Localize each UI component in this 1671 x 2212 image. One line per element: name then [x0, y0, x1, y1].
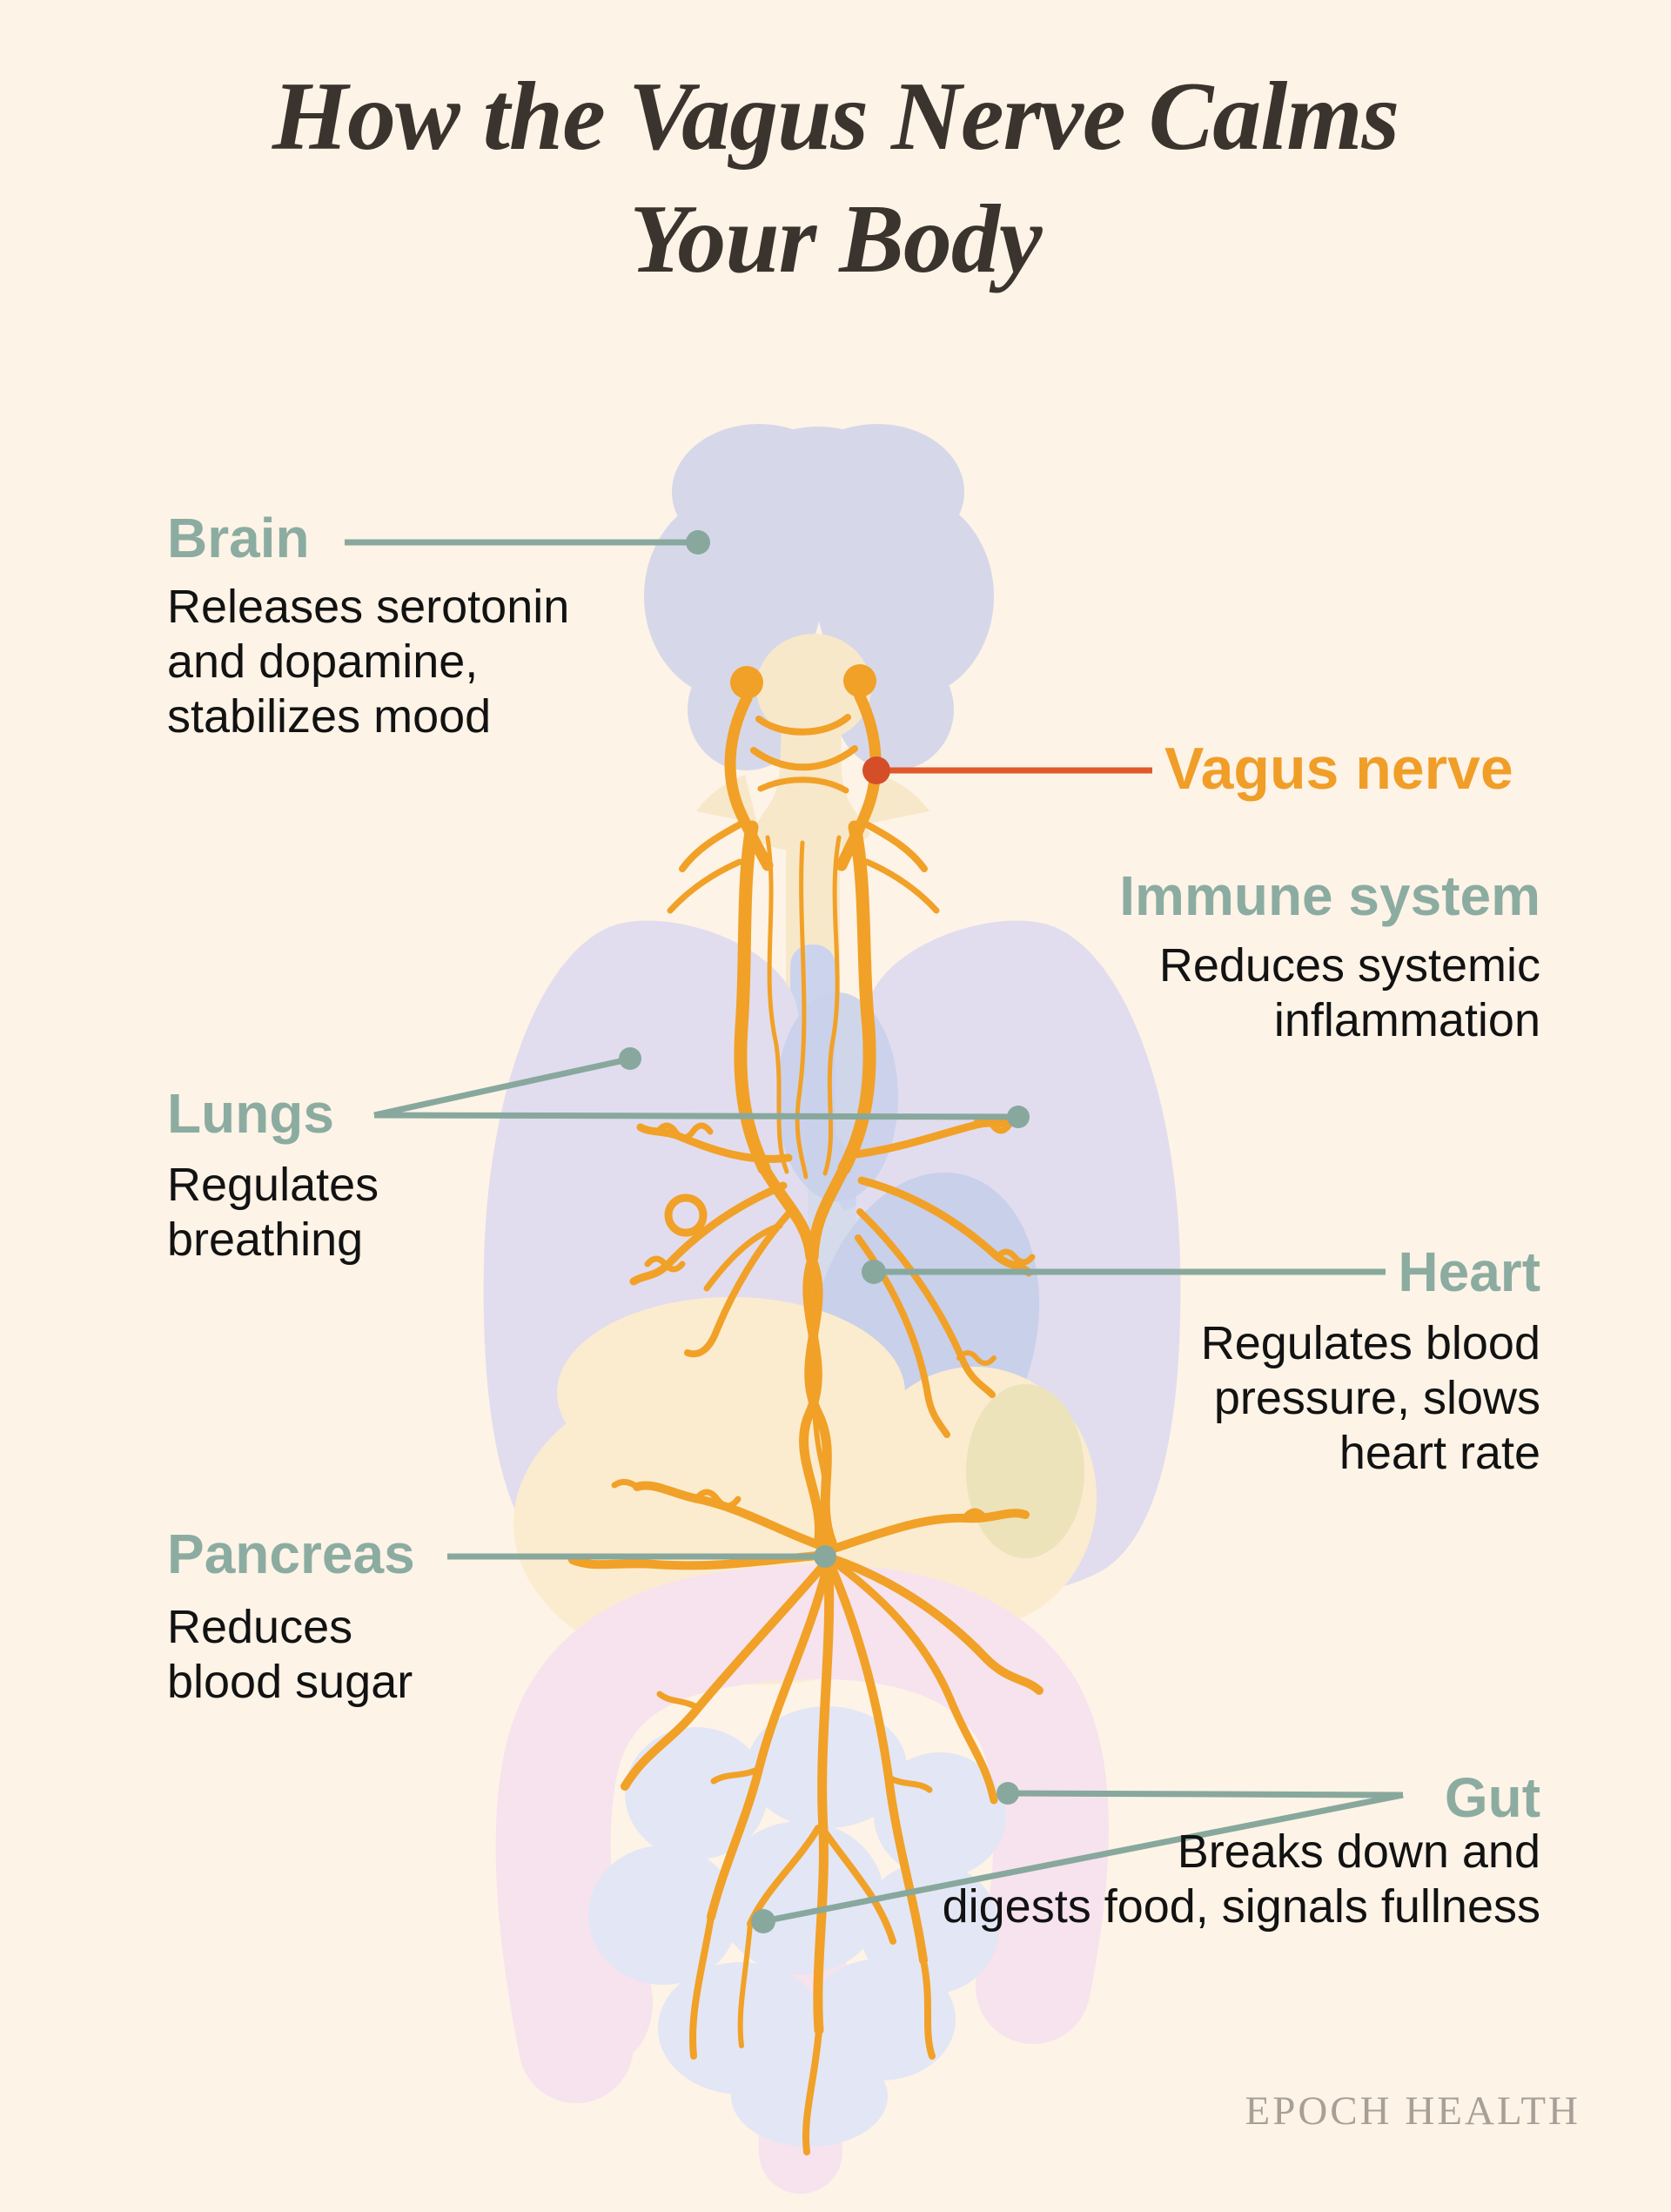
page-title-line-2: Your Body — [629, 185, 1042, 294]
immune-system-description: Reduces systemic inflammation — [1158, 939, 1540, 1047]
gut-description: Breaks down and digests food, signals fu… — [942, 1825, 1540, 1933]
heart-label: Heart — [1398, 1240, 1540, 1303]
page-title-line-1: How the Vagus Nerve Calms — [272, 63, 1399, 171]
heart-marker-dot — [862, 1260, 886, 1284]
brand-logo: EPOCH HEALTH — [1245, 2088, 1580, 2134]
heart-description: Regulates blood pressure, slows heart ra… — [1200, 1317, 1540, 1480]
brain-marker-dot — [686, 530, 710, 555]
pancreas-description: Reduces blood sugar — [167, 1601, 413, 1709]
gut-leader-line-lower — [762, 1792, 1404, 1925]
lungs-description: Regulates breathing — [167, 1159, 379, 1267]
lungs-label: Lungs — [167, 1082, 334, 1145]
lungs-leader-line-right — [373, 1112, 1017, 1120]
brain-label: Brain — [167, 507, 310, 569]
spleen-illustration — [966, 1384, 1084, 1558]
lungs-marker-dot-left — [619, 1047, 641, 1070]
vagus-leader — [862, 756, 1152, 784]
leader-dots — [619, 530, 1030, 1933]
lungs-leader-line-left — [373, 1056, 629, 1119]
gut-leader-line-upper — [1007, 1790, 1404, 1799]
vagus-nerve-illustration — [568, 664, 1044, 2155]
vagus-marker-dot — [862, 756, 890, 784]
gut-marker-dot-lower — [751, 1909, 775, 1933]
pancreas-marker-dot — [814, 1545, 836, 1568]
vagus-nerve-label: Vagus nerve — [1164, 736, 1513, 802]
gut-label: Gut — [1444, 1766, 1540, 1829]
page-title: How the Vagus Nerve Calms Your Body — [0, 56, 1671, 301]
leader-lines — [345, 539, 1404, 1925]
brain-description: Releases serotonin and dopamine, stabili… — [167, 581, 570, 743]
gut-marker-dot-upper — [997, 1782, 1019, 1805]
brain-illustration — [644, 424, 994, 770]
pancreas-label: Pancreas — [167, 1523, 415, 1585]
lungs-marker-dot-right — [1007, 1106, 1030, 1128]
immune-system-label: Immune system — [1119, 864, 1540, 927]
